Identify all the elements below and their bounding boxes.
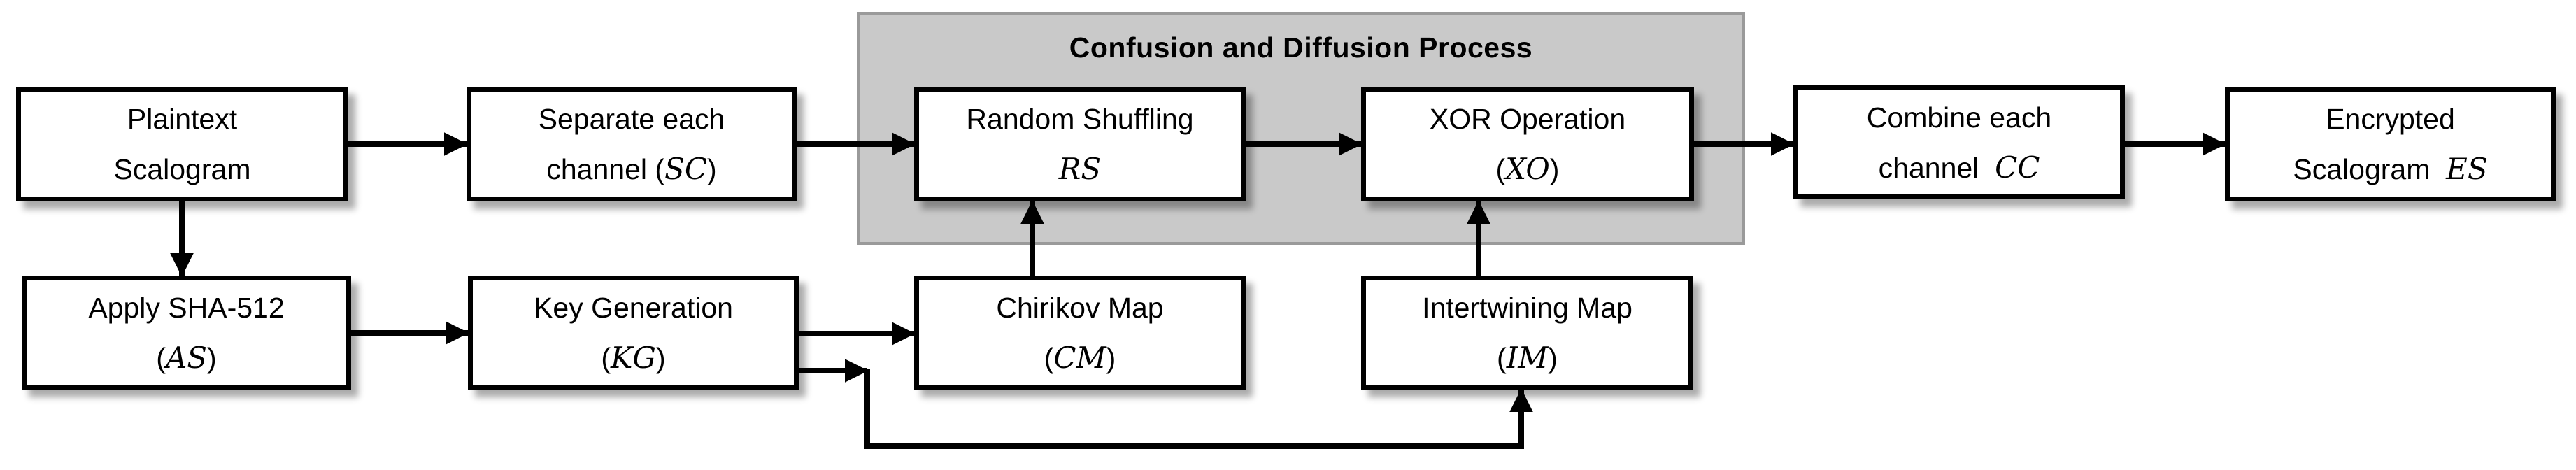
- box-xor-operation: XOR Operation (XO): [1361, 87, 1694, 201]
- box-separate-each-channel: Separate each channel (SC): [467, 87, 797, 201]
- box-label-line1: Random Shuffling: [966, 103, 1194, 135]
- box-label-line1: Separate each: [538, 103, 725, 135]
- box-label-line2: Scalogram: [113, 153, 251, 185]
- box-label-line2: (IM): [1497, 340, 1558, 375]
- box-label-line1: Apply SHA-512: [88, 291, 285, 324]
- box-encrypted-scalogram: Encrypted Scalogram ES: [2225, 87, 2556, 201]
- box-random-shuffling: Random Shuffling RS: [914, 87, 1246, 201]
- box-key-generation: Key Generation (KG): [468, 276, 799, 390]
- box-label-line1: Key Generation: [534, 291, 733, 324]
- box-intertwining-map: Intertwining Map (IM): [1361, 276, 1693, 390]
- box-label-line2: (CM): [1044, 340, 1116, 375]
- box-label-line1: Encrypted: [2326, 103, 2455, 135]
- box-label-line1: Intertwining Map: [1422, 291, 1632, 324]
- box-label-line2: channel (SC): [546, 152, 717, 186]
- box-label-line1: Plaintext: [127, 103, 238, 135]
- box-combine-each-channel: Combine each channel CC: [1793, 85, 2125, 199]
- box-label-line1: XOR Operation: [1429, 103, 1626, 135]
- panel-title: Confusion and Diffusion Process: [1069, 31, 1533, 64]
- box-label-line2: (XO): [1495, 152, 1560, 186]
- box-apply-sha-512: Apply SHA-512 (AS): [22, 276, 351, 390]
- box-label-line2: (KG): [601, 340, 666, 375]
- box-chirikov-map: Chirikov Map (CM): [914, 276, 1246, 390]
- box-label-line1: Chirikov Map: [996, 291, 1164, 324]
- box-label-line2: Scalogram ES: [2293, 152, 2488, 186]
- box-plaintext-scalogram: Plaintext Scalogram: [16, 87, 348, 201]
- box-label-line1: Combine each: [1866, 101, 2052, 134]
- arrow-keygen-to-intertwining: [864, 369, 1533, 449]
- box-label-line2: RS: [1058, 152, 1102, 186]
- box-label-line2: (AS): [156, 340, 217, 375]
- box-label-line2: channel CC: [1878, 150, 2040, 185]
